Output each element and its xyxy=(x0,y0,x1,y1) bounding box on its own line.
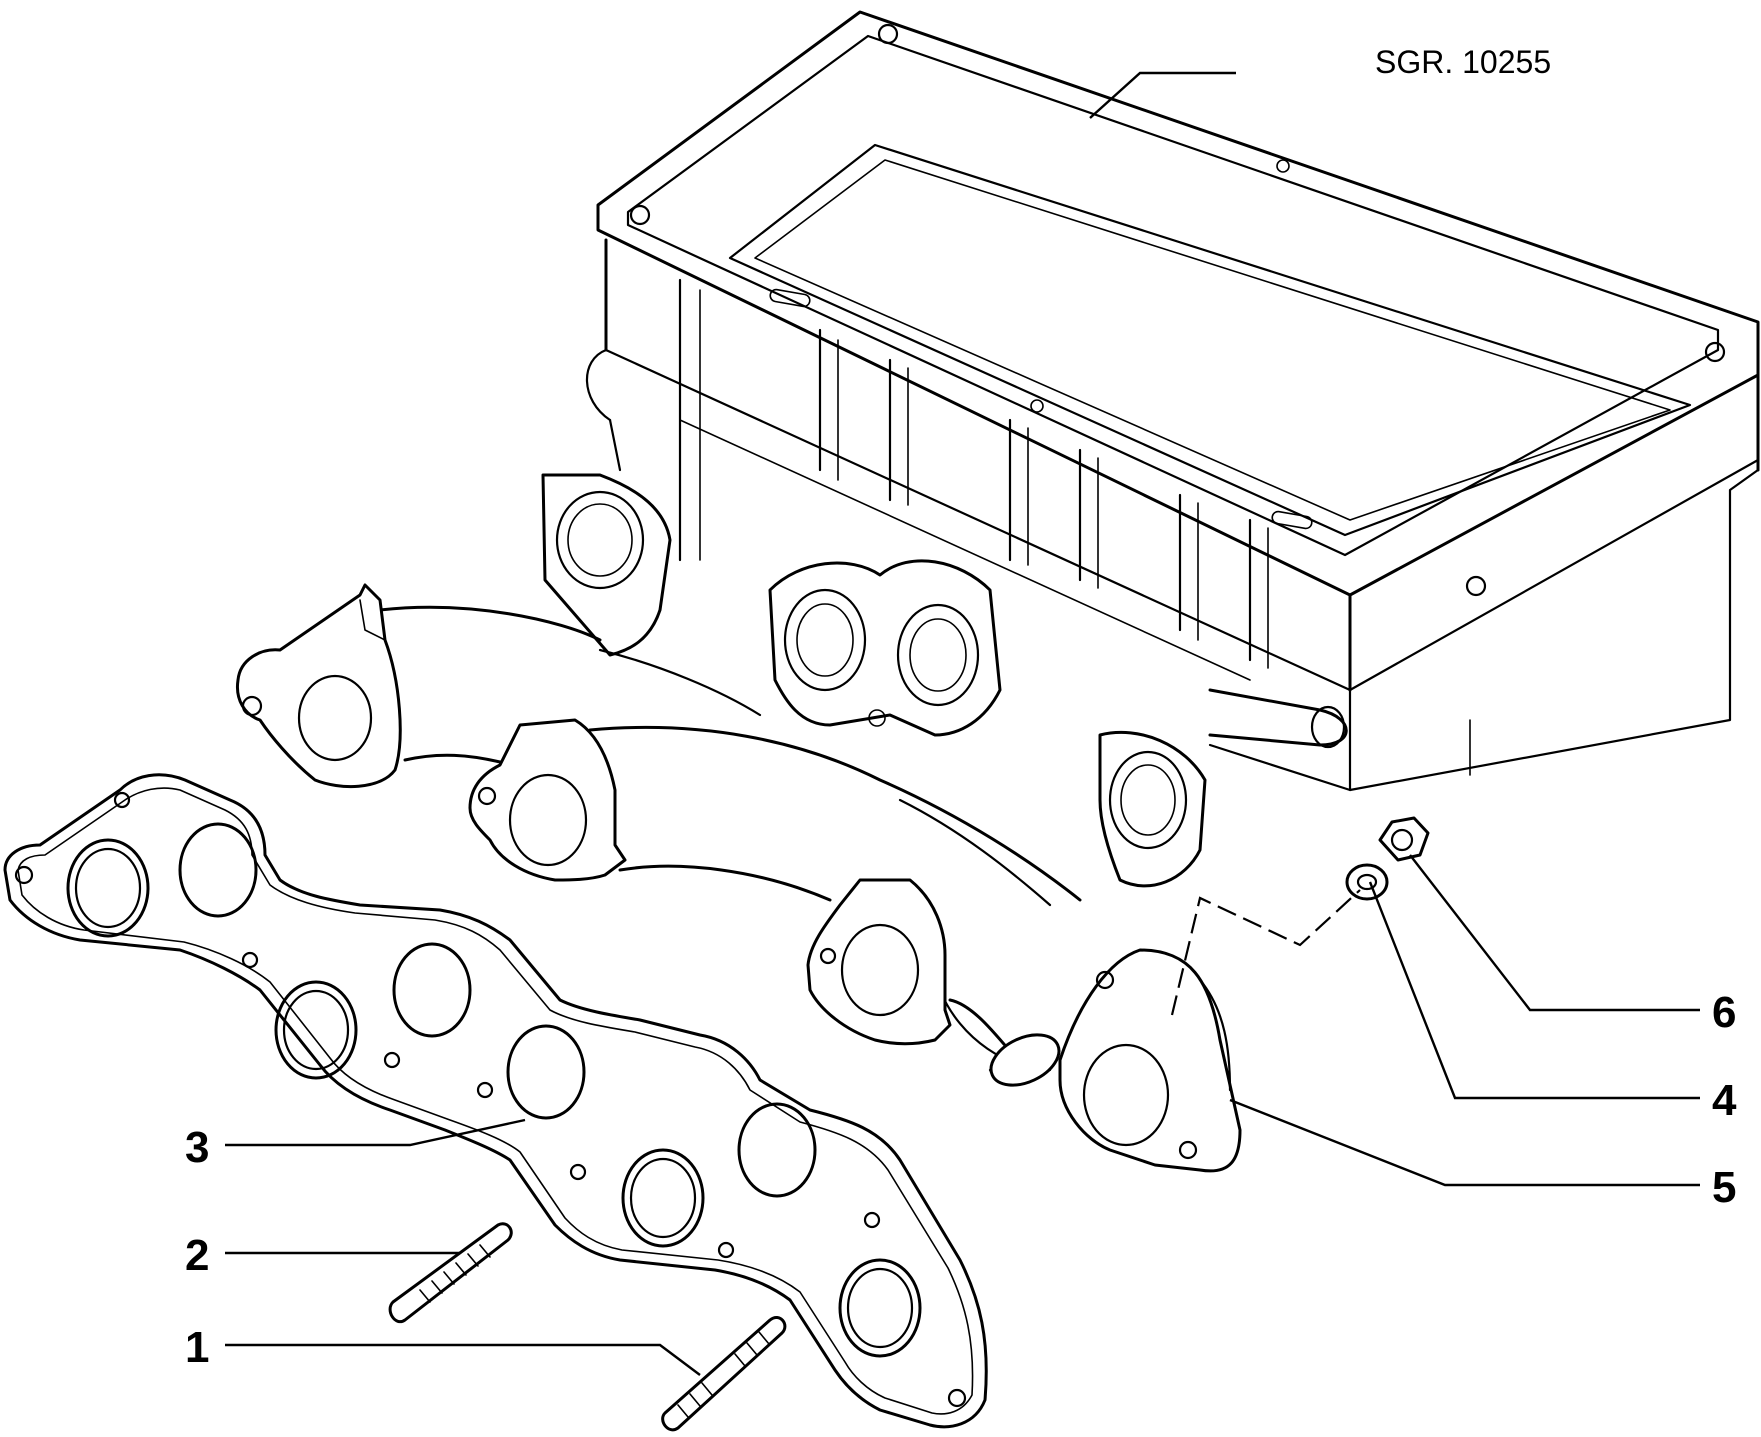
callout-3: 3 xyxy=(185,1123,209,1172)
nut xyxy=(1378,816,1430,862)
callout-2: 2 xyxy=(185,1231,209,1280)
leader-6 xyxy=(1409,854,1700,1012)
callout-4: 4 xyxy=(1712,1076,1737,1125)
stud-long xyxy=(661,1316,787,1432)
intake-ports xyxy=(541,473,1207,888)
callout-1: 1 xyxy=(185,1323,209,1372)
washer xyxy=(1345,863,1389,901)
leader-4 xyxy=(1368,881,1700,1100)
leader-reference xyxy=(1089,71,1236,119)
leader-5 xyxy=(1229,1098,1700,1187)
exhaust-manifold xyxy=(235,583,1242,1173)
manifold-gasket xyxy=(3,773,988,1429)
callout-6: 6 xyxy=(1712,988,1736,1037)
callout-5: 5 xyxy=(1712,1163,1736,1212)
leader-3 xyxy=(225,1118,526,1147)
assembly-dash-line xyxy=(1170,889,1361,1016)
intake-plenum-box xyxy=(585,10,1760,792)
reference-code: SGR. 10255 xyxy=(1375,44,1551,80)
stud-short xyxy=(388,1222,513,1324)
leader-1 xyxy=(225,1343,701,1376)
